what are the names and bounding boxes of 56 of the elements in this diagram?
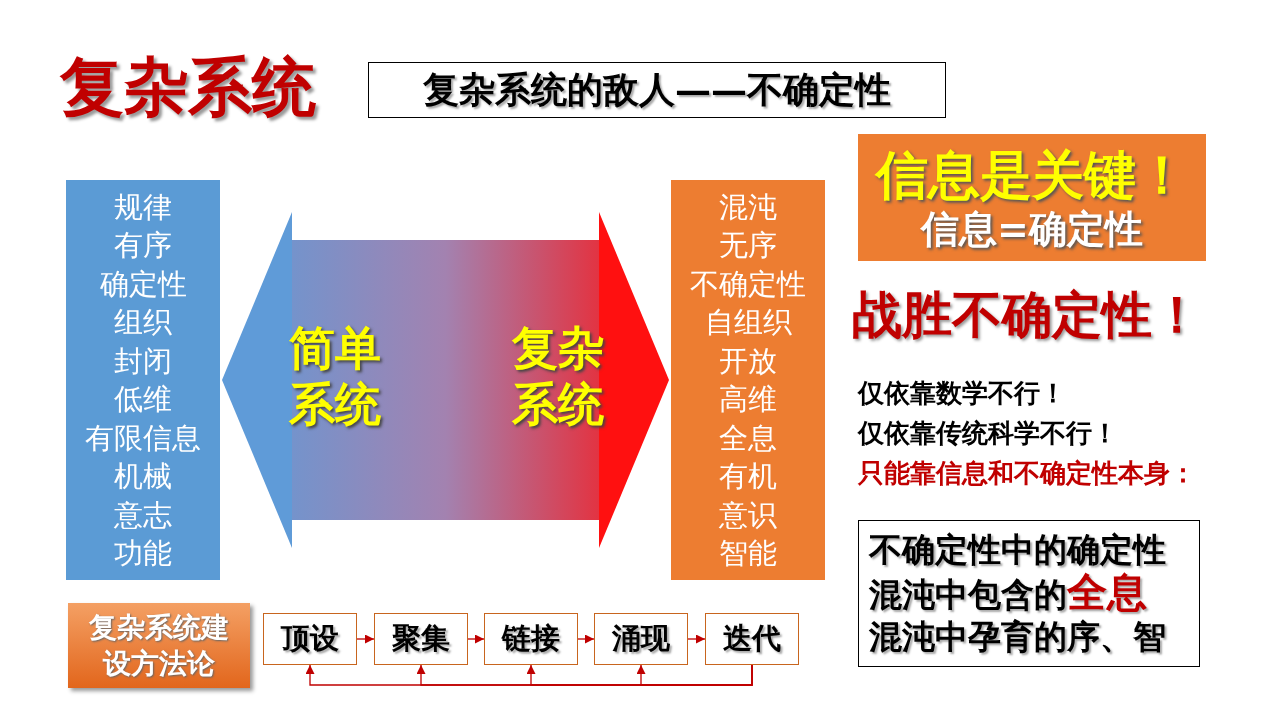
trait-text: 组织: [114, 304, 172, 341]
trait-text: 封闭: [114, 342, 172, 380]
trait-text: 有序: [114, 227, 172, 264]
double-arrow: [222, 212, 669, 548]
arrow: [636, 664, 753, 686]
insight-text: 混沌中包含的全息: [869, 571, 1147, 616]
arrow: [467, 634, 485, 644]
step-box: [484, 613, 578, 665]
arrow: [577, 634, 595, 644]
step-text: 顶设: [281, 620, 339, 657]
trait-text: 意识: [719, 496, 777, 534]
trait-panel: [671, 180, 825, 580]
note-text: 仅依靠数学不行！: [858, 377, 1066, 410]
key-equation: 信息=确定性: [921, 205, 1143, 252]
system-label: 复杂系统: [511, 320, 605, 432]
method-title: 复杂系统建设方法论: [88, 609, 230, 682]
subtitle-box: [368, 62, 946, 118]
title: 复杂系统: [60, 49, 316, 126]
step-text: 涌现: [612, 620, 670, 657]
trait-text: 无序: [719, 227, 777, 264]
slogan-text: 战胜不确定性！: [852, 285, 1202, 346]
subtitle-text: 复杂系统的敌人——不确定性: [423, 66, 891, 112]
trait-text: 全息: [719, 419, 777, 457]
step-box: [705, 613, 799, 665]
key-heading: 信息是关键！: [876, 143, 1188, 206]
trait-text: 混沌: [719, 188, 777, 226]
key-message-box: [858, 134, 1206, 261]
step-box: [594, 613, 688, 665]
insight-text: 混沌中孕育的序、智: [869, 616, 1166, 658]
arrow: [356, 634, 375, 644]
trait-panel: [66, 180, 220, 580]
trait-text: 意志: [114, 496, 172, 534]
step-text: 迭代: [723, 620, 781, 657]
method-box: [68, 603, 250, 688]
trait-text: 自组织: [704, 304, 792, 341]
insight-box: [858, 520, 1200, 667]
trait-text: 规律: [114, 188, 172, 226]
trait-text: 确定性: [99, 265, 187, 303]
trait-text: 开放: [719, 342, 777, 380]
step-text: 聚集: [392, 620, 450, 657]
arrow: [687, 634, 706, 644]
trait-text: 有限信息: [85, 419, 201, 457]
trait-text: 高维: [719, 381, 777, 418]
note-text: 仅依靠传统科学不行！: [858, 417, 1118, 450]
trait-text: 智能: [719, 535, 777, 572]
system-label: 简单系统: [288, 320, 382, 432]
step-box: [263, 613, 357, 665]
step-text: 链接: [502, 620, 560, 657]
trait-text: 有机: [719, 458, 777, 495]
trait-text: 不确定性: [690, 265, 806, 303]
insight-text: 不确定性中的确定性: [869, 529, 1166, 571]
trait-text: 低维: [114, 381, 172, 418]
step-box: [374, 613, 468, 665]
note-text: 只能靠信息和不确定性本身：: [858, 457, 1196, 490]
trait-text: 机械: [114, 458, 172, 495]
trait-text: 功能: [114, 535, 172, 572]
